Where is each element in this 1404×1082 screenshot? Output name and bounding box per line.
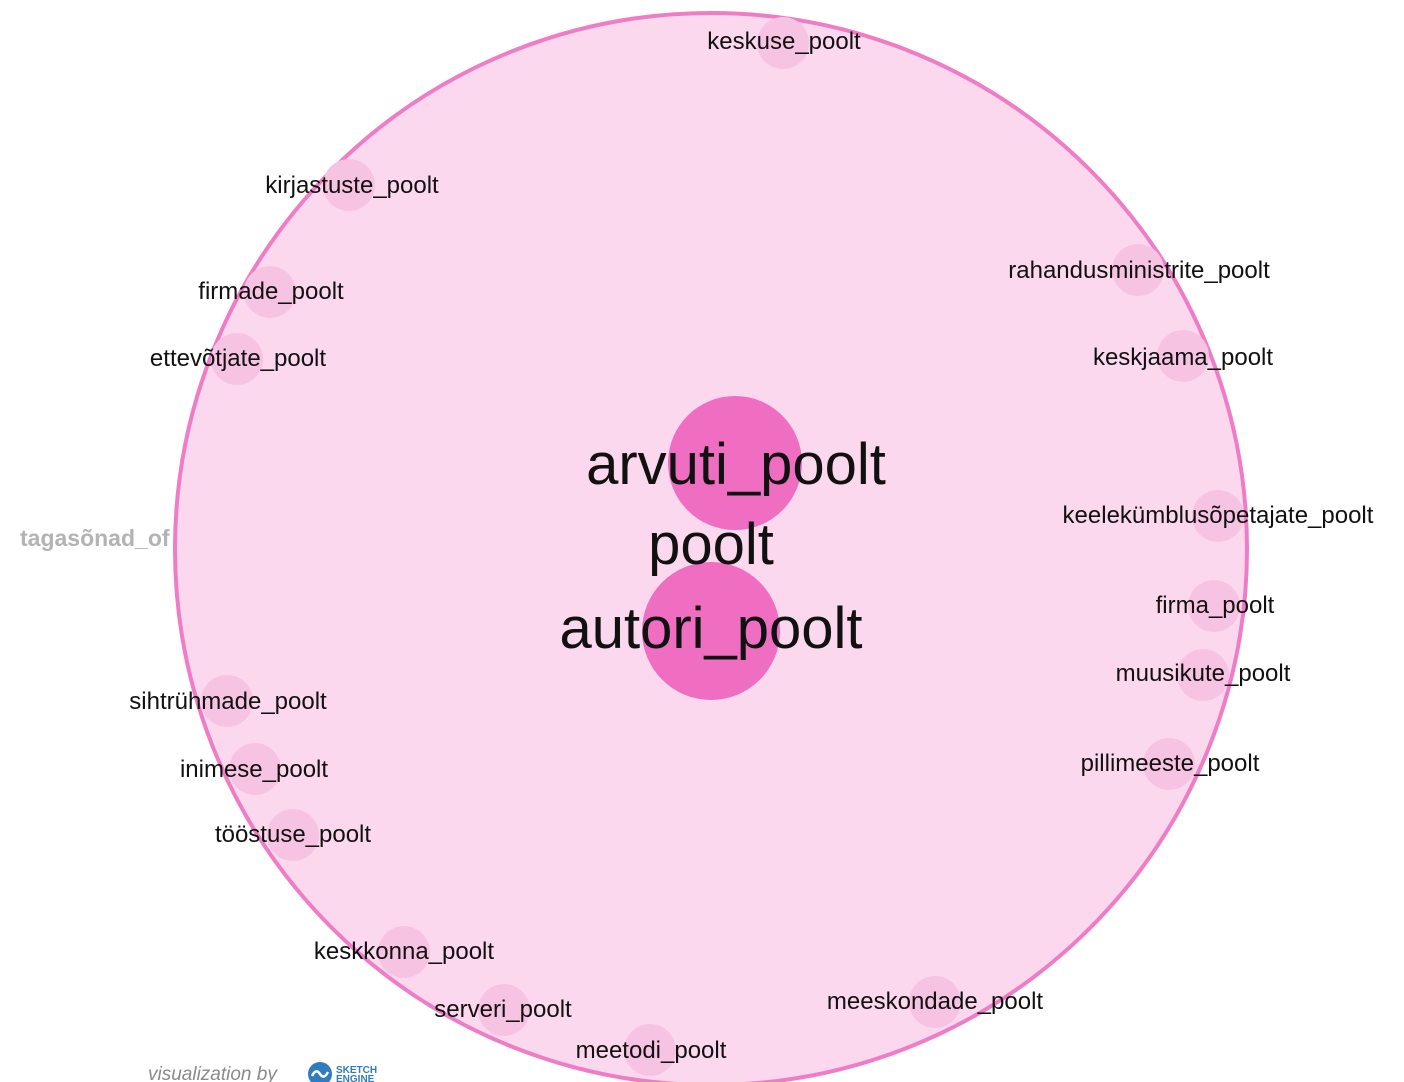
collocation-bubble-keskjaama-poolt[interactable] (1157, 330, 1209, 382)
collocation-bubble-keskuse-poolt[interactable] (757, 17, 809, 69)
collocation-label-arvuti-poolt[interactable]: arvuti_poolt (586, 432, 886, 497)
collocation-labels: arvuti_poolt autori_poolt keskuse_pooltkir… (129, 28, 1374, 1064)
collocation-bubble-pillimeeste-poolt[interactable] (1143, 738, 1195, 790)
headword-label: poolt (648, 512, 774, 577)
collocation-label-inimese-poolt[interactable]: inimese_poolt (180, 756, 328, 783)
collocation-label-ettevõtjate-poolt[interactable]: ettevõtjate_poolt (150, 345, 326, 372)
collocation-label-keskuse-poolt[interactable]: keskuse_poolt (707, 28, 861, 55)
collocation-bubble-autori-poolt[interactable] (642, 562, 780, 700)
collocation-bubble-firmade-poolt[interactable] (244, 266, 296, 318)
visualization-credit[interactable]: visualization by SKETCH ENGINE (148, 1062, 380, 1082)
collocation-bubble-keelekümblusõpetajate-poolt[interactable] (1192, 490, 1244, 542)
collocation-bubble-rahandusministrite-poolt[interactable] (1112, 244, 1164, 296)
collocation-label-firma-poolt[interactable]: firma_poolt (1156, 592, 1275, 619)
collocation-bubble-ettevõtjate-poolt[interactable] (211, 333, 263, 385)
sketch-engine-logo-text: SKETCH ENGINE (336, 1065, 380, 1082)
sketch-engine-logo-icon (308, 1062, 332, 1082)
collocation-bubble-serveri-poolt[interactable] (478, 984, 530, 1036)
collocation-label-sihtrühmade-poolt[interactable]: sihtrühmade_poolt (129, 688, 327, 715)
collocation-bubble-firma-poolt[interactable] (1188, 580, 1240, 632)
collocation-bubble-sihtrühmade-poolt[interactable] (201, 675, 253, 727)
collocation-bubble-muusikute-poolt[interactable] (1177, 649, 1229, 701)
collocation-label-muusikute-poolt[interactable]: muusikute_poolt (1116, 660, 1291, 687)
collocation-bubble-tööstuse-poolt[interactable] (267, 809, 319, 861)
collocation-label-keskjaama-poolt[interactable]: keskjaama_poolt (1093, 344, 1273, 371)
collocation-label-meeskondade-poolt[interactable]: meeskondade_poolt (827, 988, 1043, 1015)
relation-ring (173, 11, 1249, 1082)
collocation-bubble-kirjastuste-poolt[interactable] (323, 159, 375, 211)
collocation-label-keskkonna-poolt[interactable]: keskkonna_poolt (314, 938, 494, 965)
collocation-label-pillimeeste-poolt[interactable]: pillimeeste_poolt (1081, 750, 1260, 777)
collocation-bubble-meetodi-poolt[interactable] (624, 1024, 676, 1076)
collocation-bubble-keskkonna-poolt[interactable] (378, 926, 430, 978)
collocation-label-tööstuse-poolt[interactable]: tööstuse_poolt (215, 821, 371, 848)
collocation-bubble-inimese-poolt[interactable] (229, 743, 281, 795)
collocation-bubbles (201, 17, 1244, 1076)
collocation-bubble-meeskondade-poolt[interactable] (909, 976, 961, 1028)
collocation-label-rahandusministrite-poolt[interactable]: rahandusministrite_poolt (1008, 257, 1270, 284)
collocation-label-kirjastuste-poolt[interactable]: kirjastuste_poolt (265, 172, 439, 199)
collocation-bubble-arvuti-poolt[interactable] (668, 396, 802, 530)
collocation-label-meetodi-poolt[interactable]: meetodi_poolt (576, 1037, 727, 1064)
collocation-label-keelekümblusõpetajate-poolt[interactable]: keelekümblusõpetajate_poolt (1063, 502, 1374, 529)
collocation-label-firmade-poolt[interactable]: firmade_poolt (198, 278, 344, 305)
relation-label[interactable]: tagasõnad_of (20, 525, 170, 551)
credit-text: visualization by (148, 1064, 278, 1082)
collocation-label-autori-poolt[interactable]: autori_poolt (559, 596, 862, 661)
collocation-label-serveri-poolt[interactable]: serveri_poolt (434, 996, 572, 1023)
